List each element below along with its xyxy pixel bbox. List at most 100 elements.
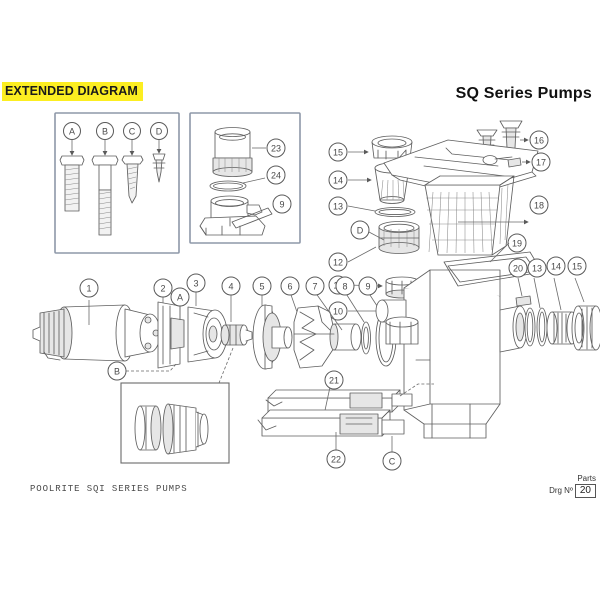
callout-bubble-14-upper: 14 — [328, 170, 348, 190]
group-main-assembly: 1 2 A 3 4 5 6 — [32, 251, 543, 439]
callout-bubble-2: 2 — [153, 278, 173, 298]
part-12-lid-collar — [347, 221, 420, 263]
callout-bubble-22: 22 — [326, 449, 346, 469]
callout-bubble-19: 19 — [489, 233, 527, 263]
callout-bubble-10: 10 — [328, 301, 348, 321]
callout-bubble-b: B — [96, 122, 114, 140]
svg-text:13: 13 — [333, 202, 343, 212]
svg-text:B: B — [102, 127, 108, 137]
svg-text:2: 2 — [160, 284, 165, 294]
svg-text:C: C — [389, 457, 396, 467]
svg-text:10: 10 — [333, 307, 343, 317]
part-13-o-ring-upper — [347, 205, 416, 217]
svg-text:20: 20 — [513, 264, 523, 274]
callout-bubble-8: 8 — [335, 276, 355, 296]
svg-text:D: D — [357, 226, 364, 236]
panel-fasteners: A B C D — [54, 112, 180, 254]
part-20-clip — [515, 277, 532, 307]
callout-bubble-21: 21 — [324, 370, 344, 390]
callout-bubble-17: 17 — [531, 152, 551, 172]
part-3-housing-rear — [187, 288, 228, 363]
callout-bubble-1: 1 — [79, 278, 99, 298]
part-21-rail-upper — [265, 386, 413, 416]
fastener-b — [91, 140, 119, 236]
callout-bubble-13-upper: 13 — [328, 196, 348, 216]
drawing-label: Drg Nº — [549, 486, 573, 495]
svg-text:4: 4 — [228, 282, 233, 292]
page-title-series: SQ Series Pumps — [455, 85, 592, 102]
svg-text:C: C — [129, 127, 136, 137]
callout-bubble-20: 20 — [508, 258, 528, 278]
svg-text:14: 14 — [333, 176, 343, 186]
svg-text:21: 21 — [329, 376, 339, 386]
callout-bubble-13-right: 13 — [527, 258, 547, 278]
callout-bubble-c-rail: C — [382, 436, 402, 471]
svg-text:9: 9 — [279, 200, 284, 210]
svg-text:8: 8 — [342, 282, 347, 292]
group-right-outlet: 19 20 13 14 15 — [489, 233, 600, 351]
svg-text:14: 14 — [551, 262, 561, 272]
parts-label: Parts — [577, 474, 596, 483]
svg-text:3: 3 — [193, 279, 198, 289]
part-22-rail-lower — [257, 409, 405, 450]
part-18-basket — [424, 175, 529, 256]
part-main-pump-body — [375, 251, 543, 439]
part-17-fitting — [507, 157, 531, 168]
part-15-lid-top — [348, 135, 413, 160]
enlargement-seat — [134, 405, 162, 451]
fastener-a — [59, 140, 85, 212]
part-24-o-ring — [209, 177, 266, 192]
callout-bubble-24: 24 — [266, 165, 286, 185]
callout-bubble-4: 4 — [221, 276, 241, 296]
callout-bubble-d-collar: D — [350, 220, 370, 240]
svg-text:D: D — [156, 127, 163, 137]
svg-text:15: 15 — [572, 262, 582, 272]
svg-text:16: 16 — [534, 136, 544, 146]
panel-no4-enlargement — [120, 382, 230, 464]
svg-text:19: 19 — [512, 239, 522, 249]
fastener-bubbles: A B C D — [63, 122, 168, 140]
svg-text:7: 7 — [312, 282, 317, 292]
callout-bubble-9-main: 9 — [358, 276, 378, 296]
part-1-motor — [32, 300, 173, 362]
callout-bubble-23: 23 — [266, 138, 286, 158]
svg-text:6: 6 — [287, 282, 292, 292]
svg-text:23: 23 — [271, 144, 281, 154]
callout-bubble-a: A — [63, 122, 81, 140]
svg-text:17: 17 — [536, 158, 546, 168]
svg-text:A: A — [69, 127, 75, 137]
svg-text:22: 22 — [331, 455, 341, 465]
callout-bubble-14-right: 14 — [546, 256, 566, 276]
part-13-o-ring-right — [524, 277, 548, 347]
drawing-number: 20 — [574, 484, 596, 498]
svg-text:9: 9 — [365, 282, 370, 292]
callout-bubble-7: 7 — [305, 276, 325, 296]
callout-bubble-a-main: A — [170, 287, 190, 307]
callout-bubble-15-right: 15 — [567, 256, 587, 276]
fastener-c — [121, 140, 144, 204]
callout-bubble-9-body: 9 — [272, 194, 292, 214]
group-lid-basket: 16 17 18 — [383, 120, 551, 256]
callout-bubble-5: 5 — [252, 276, 272, 296]
pump-body-outline — [199, 195, 273, 236]
callout-bubble-16: 16 — [529, 130, 549, 150]
group-base-rails: C 21 22 — [257, 370, 434, 471]
svg-text:13: 13 — [532, 264, 542, 274]
drawing-row: Drg Nº 20 — [528, 484, 596, 498]
part-15-union-nut — [571, 277, 600, 351]
svg-text:18: 18 — [534, 201, 544, 211]
part-4-mechanical-seal — [218, 292, 253, 384]
page-title-extended-diagram: EXTENDED DIAGRAM — [2, 82, 143, 101]
part-6-7-impeller-diffuser — [289, 291, 362, 369]
svg-text:5: 5 — [259, 282, 264, 292]
callout-bubble-18: 18 — [529, 195, 549, 215]
part-5-diffuser-plate — [252, 292, 293, 370]
callout-bubble-d: D — [150, 122, 168, 140]
svg-text:12: 12 — [333, 258, 343, 268]
panel-sq700-pump-body: 23 24 9 — [189, 112, 301, 244]
callout-bubble-6: 6 — [280, 276, 300, 296]
part-8-o-ring — [344, 291, 371, 355]
callout-bubble-3: 3 — [186, 273, 206, 293]
svg-text:24: 24 — [271, 171, 281, 181]
